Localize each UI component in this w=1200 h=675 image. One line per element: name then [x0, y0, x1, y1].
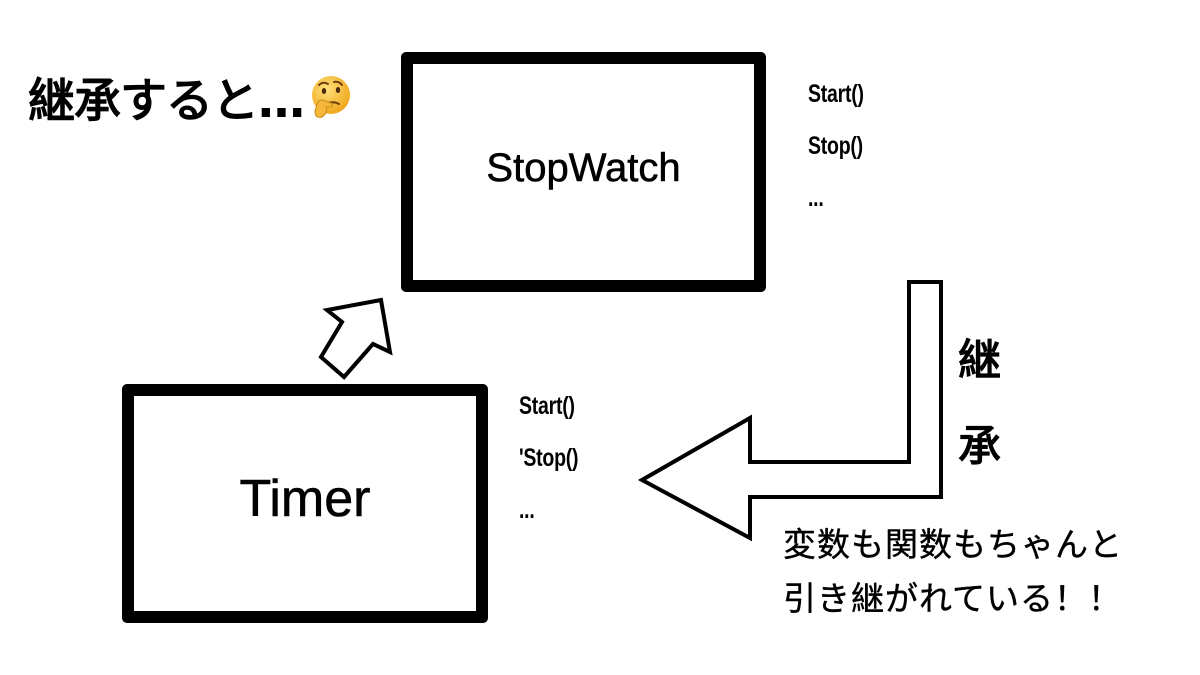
method-item: ... [808, 184, 824, 212]
inheritance-arrow [637, 280, 943, 542]
method-item: Start() [808, 80, 864, 108]
timer-methods: Start() 'Stop() ... [519, 380, 579, 536]
timer-class-box: Timer [122, 384, 488, 623]
method-item: Stop() [808, 132, 863, 160]
stopwatch-methods: Start() Stop() ... [808, 68, 864, 224]
thinking-face-icon [312, 75, 350, 118]
note-line-2: 引き継がれている！！ [783, 579, 1123, 618]
heading: 継承すると… [28, 62, 354, 131]
stopwatch-class-box: StopWatch [401, 52, 766, 292]
inheritance-label-char-1: 継 [958, 336, 1001, 386]
stopwatch-class-name: StopWatch [486, 145, 681, 190]
note-line-1: 変数も関数もちゃんと [783, 525, 1123, 564]
method-item: 'Stop() [519, 444, 579, 472]
heading-text: 継承すると… [28, 74, 305, 129]
method-item: ... [519, 496, 535, 524]
method-item: Start() [519, 392, 575, 420]
up-right-arrow [318, 297, 393, 380]
inheritance-label-char-2: 承 [958, 422, 1001, 472]
timer-class-name: Timer [239, 469, 371, 528]
